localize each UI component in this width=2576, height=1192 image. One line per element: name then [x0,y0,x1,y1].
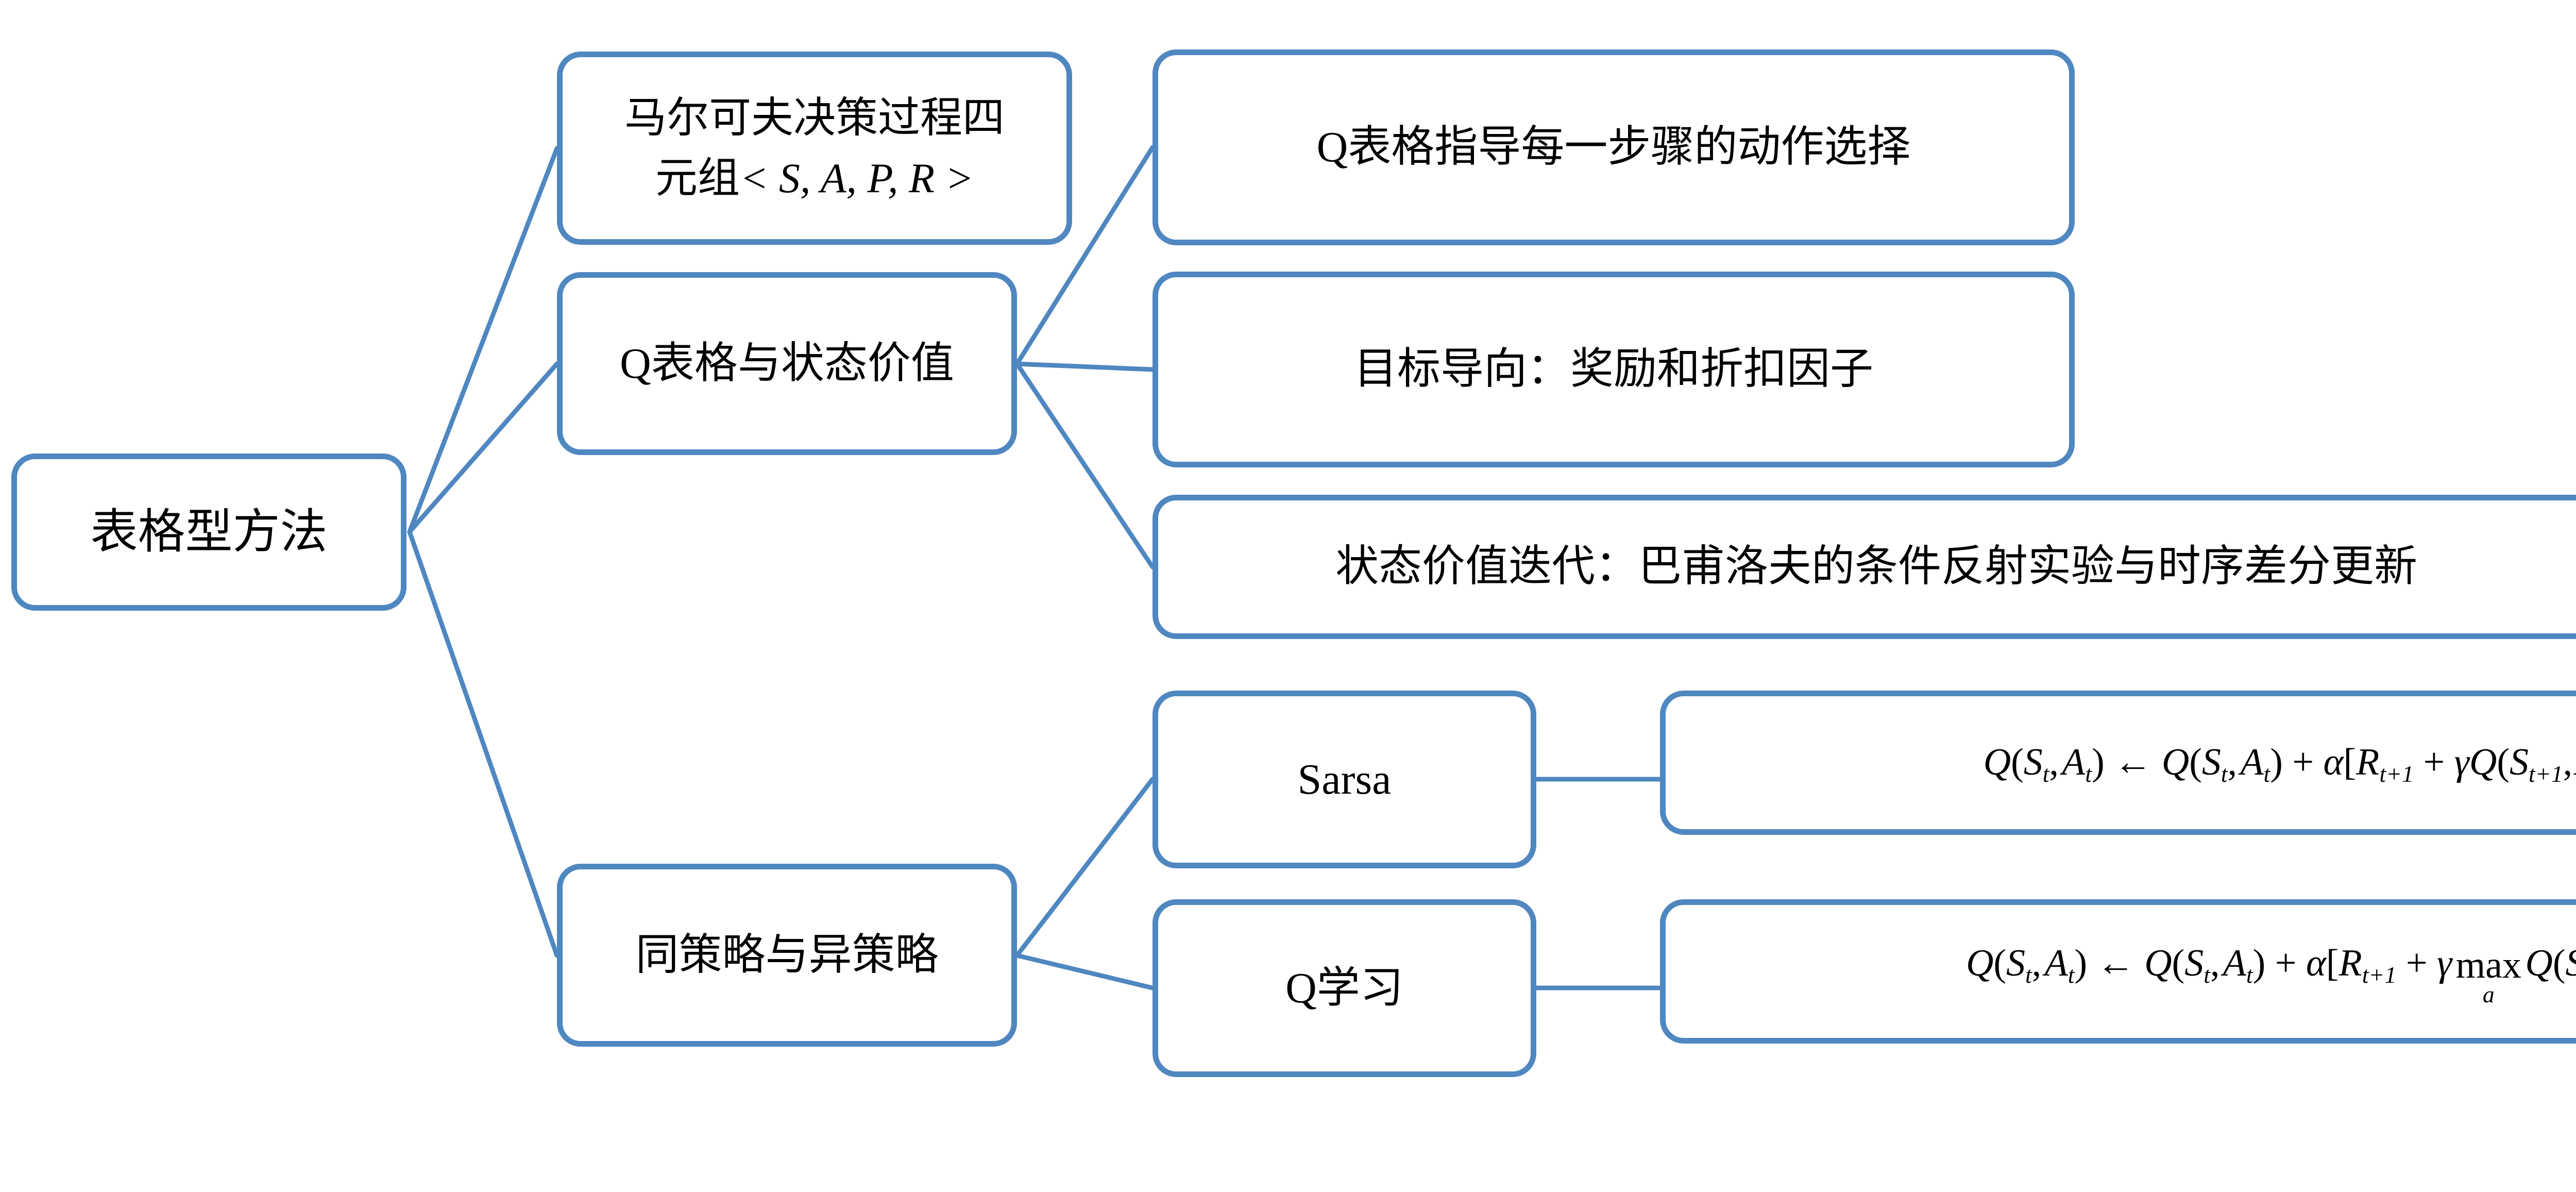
sym-paren-open: ( [2172,942,2185,984]
sub-t: t [2221,761,2228,787]
sym-plus: + [2292,741,2314,784]
sub-t: t [2067,961,2075,988]
sym-alpha: α [2306,942,2326,984]
sym-gamma: γ [2454,741,2469,784]
node-r2-label: 目标导向：奖励和折扣因子 [1353,345,1873,394]
node-sarsa-label: Sarsa [1297,755,1392,803]
sym-S: S [2510,741,2529,784]
sub-t: t [2042,761,2049,787]
sym-gamma: γ [2437,942,2452,984]
mdp-tuple: < S, A, P, R > [740,154,974,202]
sym-Q: Q [1965,942,1994,984]
node-sarsa[interactable]: Sarsa [1153,691,1536,868]
sym-comma: , [2210,942,2220,984]
sub-t: t [2246,961,2253,988]
sym-bracket-open: [ [2343,741,2357,784]
sym-alpha: α [2323,741,2344,784]
sym-comma: , [2049,741,2059,784]
sym-plus: + [2405,942,2428,984]
sub-t: t [2085,761,2092,787]
connector-policy-to-qlearn [1014,953,1155,990]
connector-root-to-qtable [407,361,560,534]
sym-paren-open: ( [2189,741,2202,784]
sym-A: A [2044,942,2068,984]
sub-t: t [2263,761,2270,787]
sym-S: S [2566,942,2576,984]
sym-arrow-left: ← [2096,942,2135,984]
sym-paren-close: ) [2252,942,2266,984]
sym-Q: Q [2469,741,2497,784]
node-onpolicy-offpolicy[interactable]: 同策略与异策略 [557,864,1017,1047]
sym-Q: Q [2144,942,2172,984]
sym-paren-open: ( [2497,741,2510,784]
connector-qtable-to-r3 [1014,361,1155,569]
sym-comma: , [2563,741,2573,784]
sub-t: t [2204,961,2210,988]
connector-root-to-mdp [407,146,560,534]
node-sarsa-update-formula[interactable]: Q(St, At) ← Q(St, At) + α[Rt+1 + γQ(St+1… [1660,691,2576,835]
node-policy-label: 同策略与异策略 [635,931,939,979]
node-state-value-iteration-pavlov-td[interactable]: 状态价值迭代：巴甫洛夫的条件反射实验与时序差分更新 [1153,495,2576,639]
sym-A: A [2240,741,2264,784]
sarsa-formula-expression: Q(St, At) ← Q(St, At) + α[Rt+1 + γQ(St+1… [1984,735,2576,790]
sub-t-plus-1: t+1 [2379,761,2414,787]
node-qlearn-label: Q学习 [1285,964,1403,1012]
sym-A: A [2062,741,2086,784]
sym-paren-close: ) [2270,741,2283,784]
max-operator-subscript: a [2482,981,2495,1008]
connector-qtable-to-r2 [1014,361,1155,372]
node-qtable-state-value[interactable]: Q表格与状态价值 [557,272,1017,455]
node-r1-label: Q表格指导每一步骤的动作选择 [1316,123,1911,172]
node-r3-label: 状态价值迭代：巴甫洛夫的条件反射实验与时序差分更新 [1335,543,2417,591]
sym-paren-open: ( [1993,942,2007,984]
node-mdp-label: 马尔可夫决策过程四 元组< S, A, P, R > [624,88,1005,208]
sym-paren-open: ( [2011,741,2024,784]
node-goal-oriented-reward-discount[interactable]: 目标导向：奖励和折扣因子 [1153,272,2075,467]
sub-t: t [2025,961,2032,988]
node-mdp-tuple[interactable]: 马尔可夫决策过程四 元组< S, A, P, R > [557,52,1072,245]
sym-comma: , [2031,942,2042,984]
connector-qtable-to-r1 [1014,145,1155,366]
mdp-line-1: 马尔可夫决策过程四 [624,94,1005,142]
sym-R: R [2356,741,2380,784]
sym-S: S [2006,942,2026,984]
sym-S: S [2023,741,2043,784]
sym-paren-close: ) [2092,741,2105,784]
sym-R: R [2338,942,2362,984]
node-root-tabular-methods[interactable]: 表格型方法 [11,454,406,611]
sym-paren-open: ( [2552,942,2566,984]
sub-t-plus-1: t+1 [2529,761,2563,787]
sym-S: S [2201,741,2221,784]
sym-Q: Q [1983,741,2011,784]
mdp-line-2-prefix: 元组 [655,154,740,202]
sym-plus: + [2275,942,2297,984]
sym-A: A [2223,942,2246,984]
sym-S: S [2184,942,2204,984]
node-root-label: 表格型方法 [90,506,328,559]
sym-Q: Q [2525,942,2553,984]
sym-plus: + [2423,741,2445,784]
node-q-learning[interactable]: Q学习 [1153,899,1536,1077]
connector-policy-to-sarsa [1014,777,1155,958]
sub-t-plus-1: t+1 [2362,961,2397,988]
node-qtable-label: Q表格与状态价值 [620,339,954,388]
max-operator-label: max [2455,944,2522,987]
connector-root-to-policy [407,529,560,958]
sym-paren-close: ) [2074,942,2088,984]
sym-comma: , [2227,741,2238,784]
node-qtable-guides-action-selection[interactable]: Q表格指导每一步骤的动作选择 [1153,49,2075,245]
sym-bracket-open: [ [2326,942,2339,984]
sym-arrow-left: ← [2114,741,2153,784]
sym-Q: Q [2161,741,2190,784]
